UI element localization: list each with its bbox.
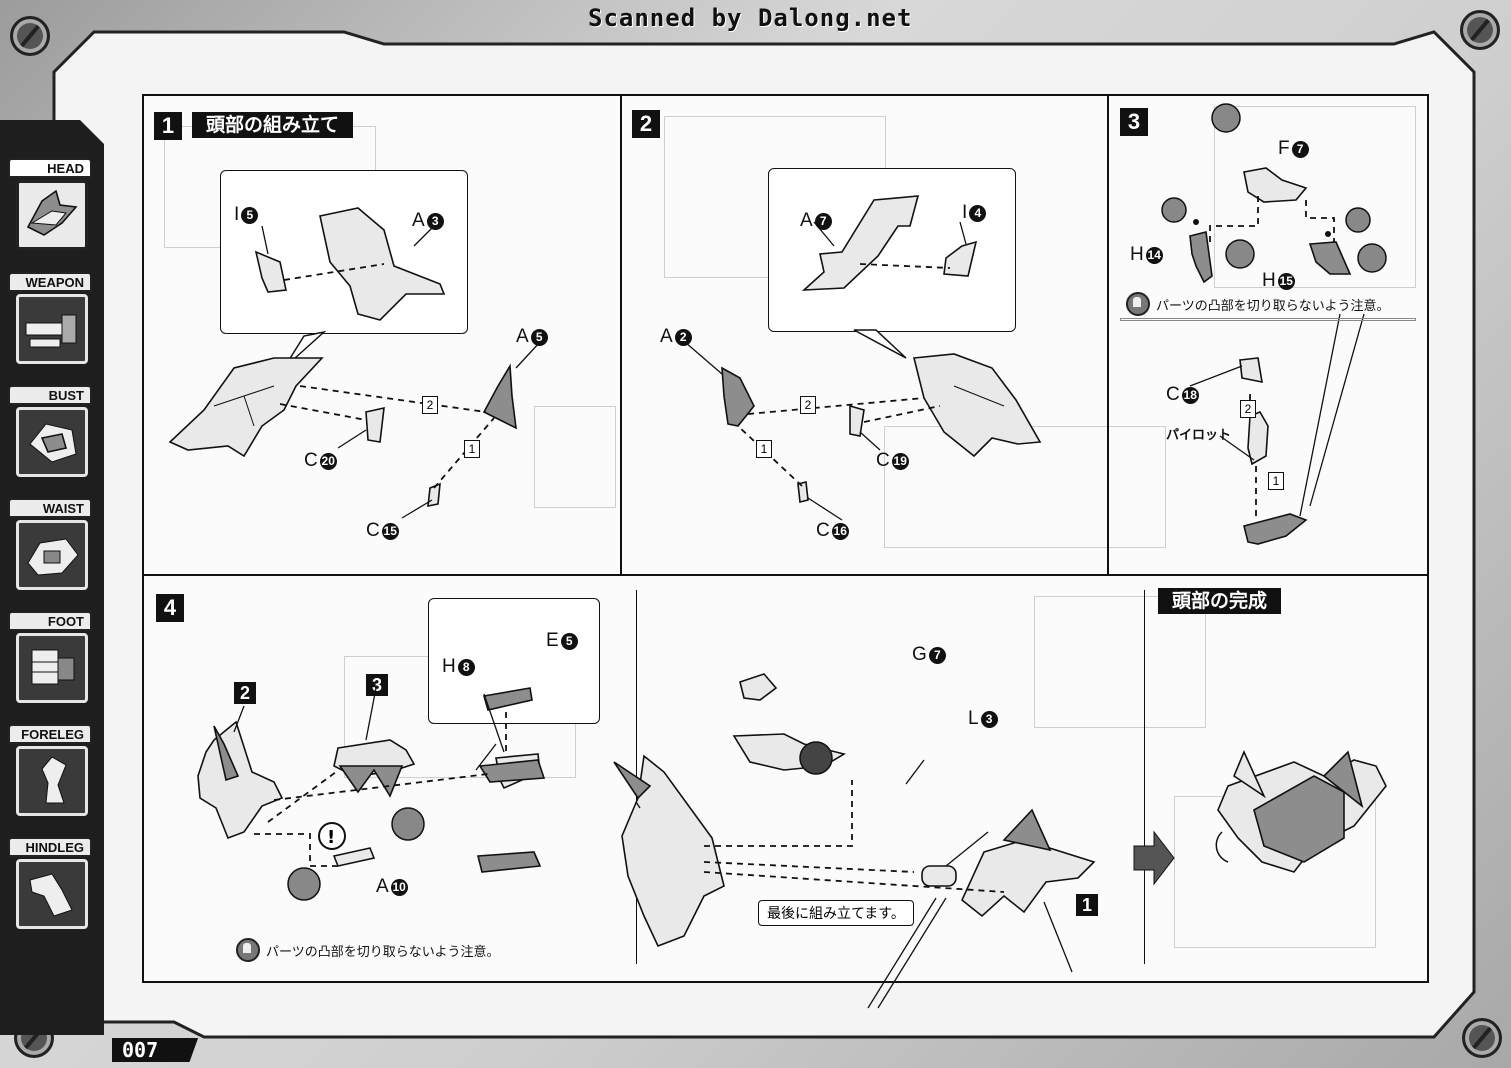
tab-hindleg[interactable]: HINDLEG <box>8 837 92 937</box>
assembly-order: 2 <box>800 396 816 414</box>
pilot-label: パイロット <box>1166 427 1232 442</box>
step-number: 1 <box>154 112 182 140</box>
step-number: 3 <box>1120 108 1148 136</box>
tab-foot[interactable]: FOOT <box>8 611 92 711</box>
tab-label: HINDLEG <box>8 837 92 857</box>
tab-label: HEAD <box>8 158 92 178</box>
caution-note: パーツの凸部を切り取らないよう注意。 <box>236 938 499 962</box>
step3-diagram <box>1161 103 1387 545</box>
tab-label: FORELEG <box>8 724 92 744</box>
caution-icon <box>1126 292 1150 316</box>
weapon-icon <box>16 294 88 364</box>
page-number: 007 <box>112 1038 199 1062</box>
tab-head[interactable]: HEAD <box>8 158 92 258</box>
assembly-order: 2 <box>422 396 438 414</box>
tab-bust[interactable]: BUST <box>8 385 92 485</box>
bolt-icon <box>1460 10 1500 50</box>
completion-title: 頭部の完成 <box>1158 588 1282 614</box>
step-number: 4 <box>156 594 184 622</box>
divider <box>1107 96 1109 576</box>
background-runner <box>1034 596 1206 728</box>
step-title: 頭部の組み立て <box>192 112 354 138</box>
step2-diagram <box>677 195 1042 521</box>
foreleg-icon <box>16 746 88 816</box>
tab-label: WEAPON <box>8 272 92 292</box>
step-number: 2 <box>632 110 660 138</box>
tab-label: WAIST <box>8 498 92 518</box>
assembly-order: 1 <box>1268 472 1284 490</box>
bolt-icon <box>1462 1018 1502 1058</box>
sub-assembly-ref: 1 <box>1076 894 1098 916</box>
step4-diagram: ! <box>197 673 1387 1009</box>
tab-label: BUST <box>8 385 92 405</box>
sub-assembly-ref: 3 <box>366 674 388 696</box>
assembly-order: 1 <box>756 440 772 458</box>
waist-icon <box>16 520 88 590</box>
divider <box>1120 318 1416 321</box>
scan-credit: Scanned by Dalong.net <box>588 4 913 32</box>
svg-text:!: ! <box>327 827 335 848</box>
foot-icon <box>16 633 88 703</box>
sub-assembly-ref: 2 <box>234 682 256 704</box>
tab-weapon[interactable]: WEAPON <box>8 272 92 372</box>
tab-foreleg[interactable]: FORELEG <box>8 724 92 824</box>
hindleg-icon <box>16 859 88 929</box>
tab-waist[interactable]: WAIST <box>8 498 92 598</box>
caution-note: パーツの凸部を切り取らないよう注意。 <box>1126 292 1389 316</box>
bust-icon <box>16 407 88 477</box>
caution-icon <box>236 938 260 962</box>
background-runner <box>1214 106 1416 288</box>
bolt-icon <box>10 16 50 56</box>
assembly-order: 1 <box>464 440 480 458</box>
assembly-order: 2 <box>1240 400 1256 418</box>
head-icon <box>16 180 88 250</box>
tab-label: FOOT <box>8 611 92 631</box>
divider <box>144 574 1427 576</box>
divider <box>1144 590 1145 964</box>
step1-diagram <box>168 207 541 519</box>
final-assembly-note: 最後に組み立てます。 <box>758 900 914 926</box>
divider <box>620 96 622 576</box>
background-runner <box>534 406 616 508</box>
